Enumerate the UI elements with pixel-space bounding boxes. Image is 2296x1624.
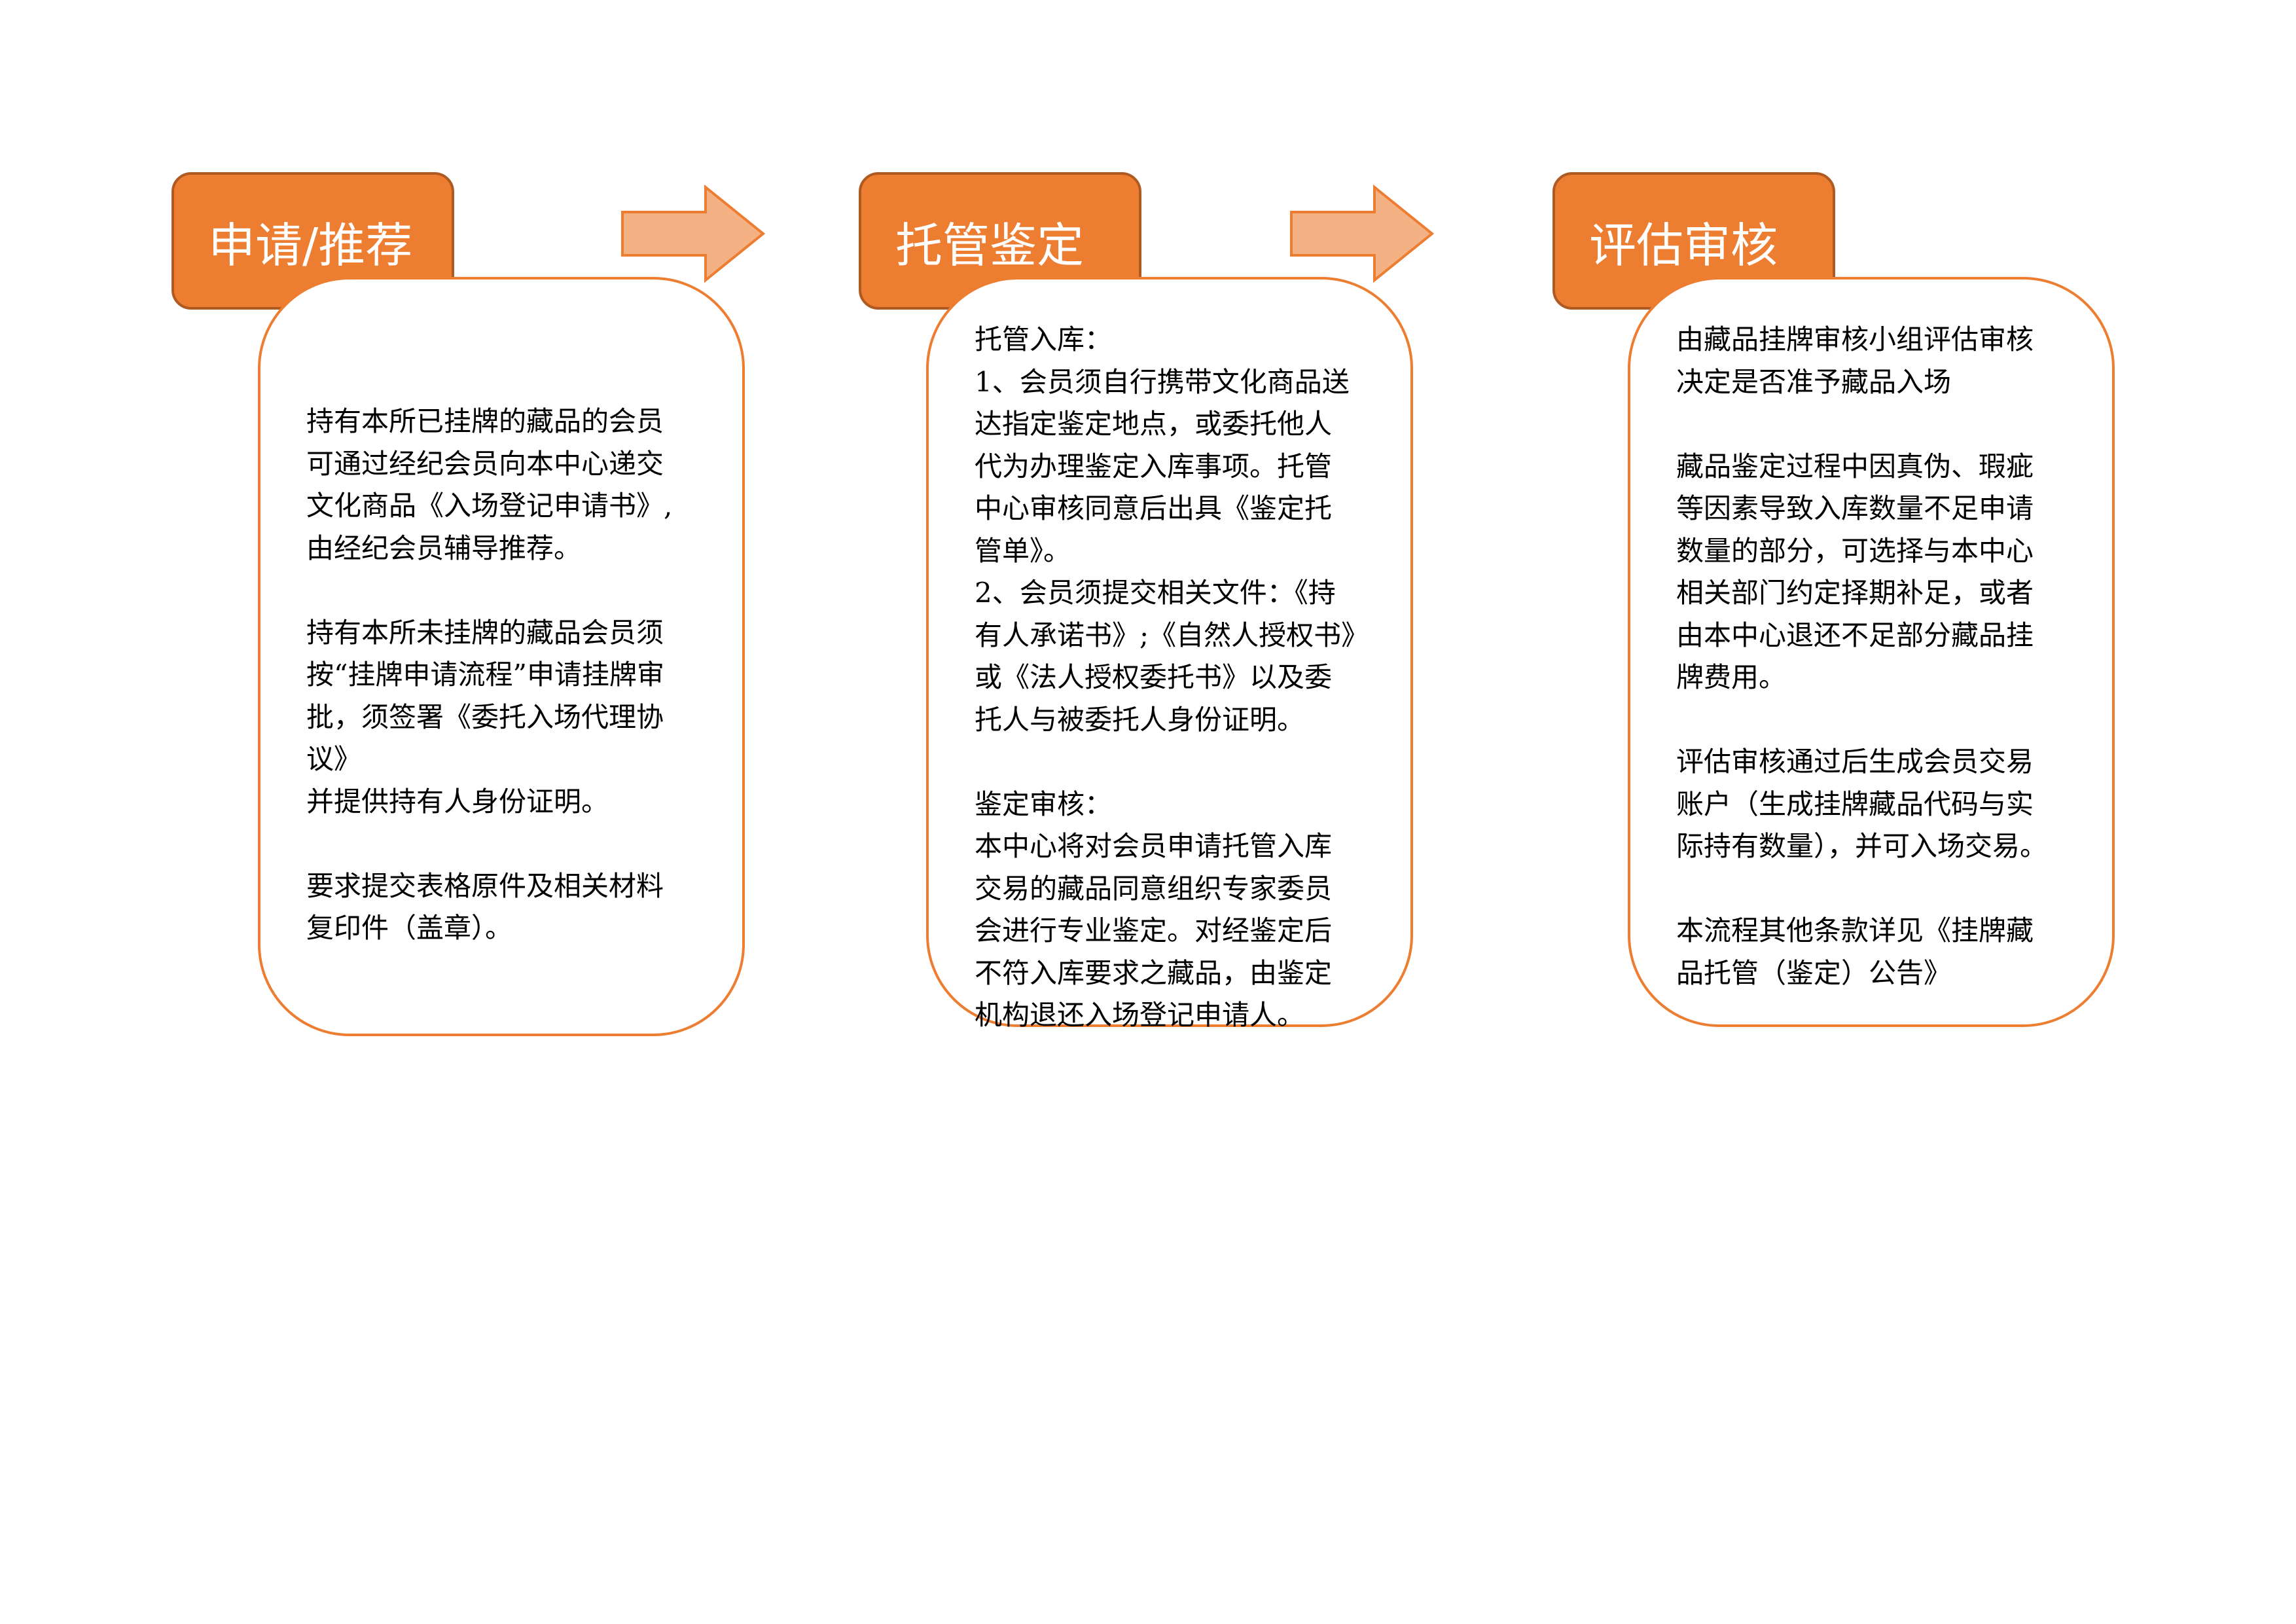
right-arrow-icon: [621, 185, 766, 283]
step-text-custody-2: 鉴定审核： 本中心将对会员申请托管入库 交易的藏品同意组织专家委员 会进行专业鉴…: [975, 787, 1333, 1032]
step-text-review-3: 评估审核通过后生成会员交易 账户（生成挂牌藏品代码与实 际持有数量），并可入场交…: [1676, 746, 2048, 862]
step-text-custody-1: 托管入库： 1、会员须自行携带文化商品送 达指定鉴定地点，或委托他人 代为办理鉴…: [975, 323, 1369, 736]
step-card-apply: 持有本所已挂牌的藏品的会员 可通过经纪会员向本中心递交 文化商品《入场登记申请书…: [258, 277, 745, 1036]
step-card-review: 由藏品挂牌审核小组评估审核 决定是否准予藏品入场 藏品鉴定过程中因真伪、瑕疵 等…: [1628, 277, 2115, 1027]
step-title-custody: 托管鉴定: [895, 218, 1085, 273]
step-text-apply-3: 要求提交表格原件及相关材料 复印件（盖章）。: [306, 869, 664, 945]
step-text-review-1: 由藏品挂牌审核小组评估审核 决定是否准予藏品入场: [1676, 323, 2034, 398]
step-title-review: 评估审核: [1589, 218, 1778, 273]
right-arrow-icon: [1290, 185, 1435, 283]
step-text-apply-2: 持有本所未挂牌的藏品会员须 按“挂牌申请流程”申请挂牌审 批，须签署《委托入场代…: [306, 616, 664, 818]
step-card-custody: 托管入库： 1、会员须自行携带文化商品送 达指定鉴定地点，或委托他人 代为办理鉴…: [926, 277, 1413, 1031]
step-title-apply: 申请/推荐: [208, 218, 413, 273]
step-text-review-2: 藏品鉴定过程中因真伪、瑕疵 等因素导致入库数量不足申请 数量的部分，可选择与本中…: [1676, 450, 2034, 694]
step-text-review-4: 本流程其他条款详见《挂牌藏 品托管（鉴定）公告》: [1676, 914, 2034, 989]
step-text-apply-1: 持有本所已挂牌的藏品的会员 可通过经纪会员向本中心递交 文化商品《入场登记申请书…: [306, 405, 673, 564]
